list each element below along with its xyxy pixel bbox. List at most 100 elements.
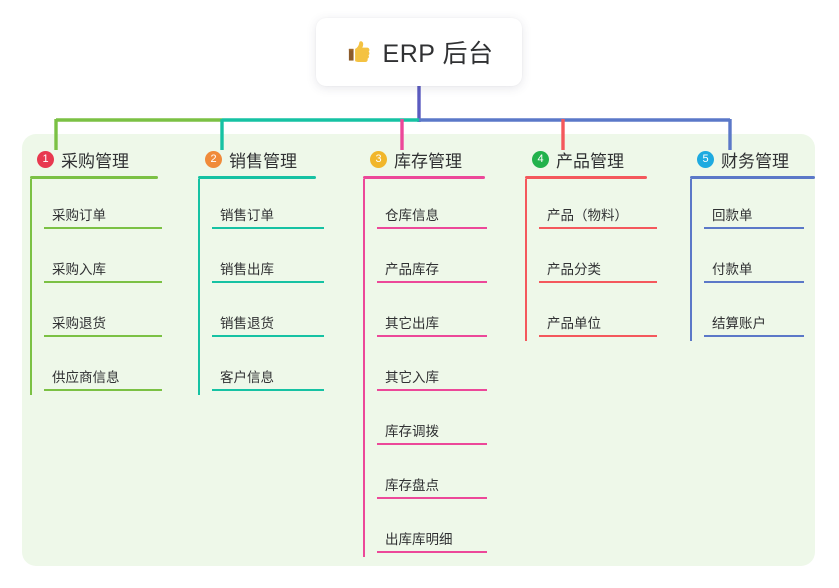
branch-item-underline xyxy=(44,227,162,229)
branch-item-underline xyxy=(44,281,162,283)
branch-item[interactable]: 客户信息 xyxy=(190,341,340,395)
branch-item-label: 客户信息 xyxy=(220,370,274,385)
branch-item-label: 产品分类 xyxy=(547,262,601,277)
thumbs-up-icon xyxy=(345,38,373,66)
diagram-backdrop-panel xyxy=(22,134,815,566)
branch-item-underline xyxy=(212,389,324,391)
branch-item-underline xyxy=(377,497,487,499)
branch-title-3: 库存管理 xyxy=(394,151,462,171)
branch-item-underline xyxy=(377,389,487,391)
branch-title-4: 产品管理 xyxy=(556,151,624,171)
branch-item-underline xyxy=(539,281,657,283)
branch-title-5: 财务管理 xyxy=(721,151,789,171)
branch-column-4: 4 产品管理产品（物料） 产品分类产品单位 xyxy=(517,146,667,341)
branch-item-label: 仓库信息 xyxy=(385,208,439,223)
branch-rule-3 xyxy=(363,176,485,179)
branch-item-underline xyxy=(539,227,657,229)
branch-item-stem xyxy=(363,395,365,449)
branch-title-2: 销售管理 xyxy=(229,151,297,171)
branch-item-label: 结算账户 xyxy=(712,316,766,331)
branch-item[interactable]: 产品分类 xyxy=(517,233,667,287)
branch-badge-2: 2 xyxy=(205,150,222,168)
branch-item-underline xyxy=(377,281,487,283)
branch-rule-1 xyxy=(30,176,158,179)
branch-item-stem xyxy=(690,287,692,341)
branch-item-label: 产品库存 xyxy=(385,262,439,277)
branch-item[interactable]: 产品单位 xyxy=(517,287,667,341)
branch-item-label: 采购入库 xyxy=(52,262,106,277)
branch-item[interactable]: 库存调拨 xyxy=(355,395,505,449)
branch-item[interactable]: 出库库明细 xyxy=(355,503,505,557)
branch-item-list-3: 仓库信息产品库存其它出库其它入库库存调拨库存盘点出库库明细 xyxy=(355,179,505,557)
branch-item[interactable]: 其它出库 xyxy=(355,287,505,341)
branch-item-underline xyxy=(44,335,162,337)
branch-badge-3: 3 xyxy=(370,150,387,168)
branch-item-underline xyxy=(212,281,324,283)
branch-item[interactable]: 仓库信息 xyxy=(355,179,505,233)
branch-item-stem xyxy=(690,233,692,287)
branch-item-label: 其它出库 xyxy=(385,316,439,331)
branch-item-label: 回款单 xyxy=(712,208,753,223)
branch-item-list-1: 采购订单采购入库采购退货供应商信息 xyxy=(22,179,172,395)
branch-item-underline xyxy=(212,227,324,229)
branch-item-stem xyxy=(363,179,365,233)
branch-item-stem xyxy=(363,503,365,557)
branch-rule-5 xyxy=(690,176,815,179)
branch-item[interactable]: 采购订单 xyxy=(22,179,172,233)
branch-column-5: 5 财务管理回款单付款单结算账户 xyxy=(682,146,822,341)
branch-item[interactable]: 库存盘点 xyxy=(355,449,505,503)
branch-item-label: 其它入库 xyxy=(385,370,439,385)
branch-item[interactable]: 产品（物料） xyxy=(517,179,667,233)
branch-item-underline xyxy=(377,443,487,445)
branch-item-underline xyxy=(377,335,487,337)
branch-header-2[interactable]: 2 销售管理 xyxy=(190,146,340,172)
branch-item-stem xyxy=(198,287,200,341)
branch-item-stem xyxy=(30,341,32,395)
branch-item-stem xyxy=(30,233,32,287)
branch-badge-5: 5 xyxy=(697,150,714,168)
branch-header-4[interactable]: 4 产品管理 xyxy=(517,146,667,172)
branch-item-label: 销售订单 xyxy=(220,208,274,223)
branch-item[interactable]: 其它入库 xyxy=(355,341,505,395)
branch-item-list-5: 回款单付款单结算账户 xyxy=(682,179,822,341)
branch-item-label: 出库库明细 xyxy=(385,532,453,547)
branch-item[interactable]: 付款单 xyxy=(682,233,822,287)
branch-item-stem xyxy=(525,287,527,341)
root-node[interactable]: ERP 后台 xyxy=(316,18,522,86)
branch-item-stem xyxy=(525,233,527,287)
branch-item-stem xyxy=(30,287,32,341)
branch-badge-1: 1 xyxy=(37,150,54,168)
branch-item-label: 产品（物料） xyxy=(547,208,628,223)
branch-header-3[interactable]: 3 库存管理 xyxy=(355,146,505,172)
branch-item-underline xyxy=(704,281,804,283)
branch-item[interactable]: 销售订单 xyxy=(190,179,340,233)
branch-item-label: 库存调拨 xyxy=(385,424,439,439)
branch-item-underline xyxy=(377,551,487,553)
branch-item[interactable]: 销售出库 xyxy=(190,233,340,287)
branch-item-stem xyxy=(363,449,365,503)
branch-header-5[interactable]: 5 财务管理 xyxy=(682,146,822,172)
branch-item-label: 付款单 xyxy=(712,262,753,277)
branch-item-stem xyxy=(198,341,200,395)
branch-item-stem xyxy=(525,179,527,233)
branch-item-underline xyxy=(539,335,657,337)
branch-item[interactable]: 采购退货 xyxy=(22,287,172,341)
branch-item[interactable]: 回款单 xyxy=(682,179,822,233)
branch-item[interactable]: 供应商信息 xyxy=(22,341,172,395)
branch-item[interactable]: 销售退货 xyxy=(190,287,340,341)
branch-badge-4: 4 xyxy=(532,150,549,168)
branch-item-stem xyxy=(198,233,200,287)
branch-item[interactable]: 采购入库 xyxy=(22,233,172,287)
branch-item-stem xyxy=(30,179,32,233)
branch-item-stem xyxy=(690,179,692,233)
branch-item-stem xyxy=(363,341,365,395)
branch-item[interactable]: 结算账户 xyxy=(682,287,822,341)
branch-item-label: 供应商信息 xyxy=(52,370,120,385)
branch-rule-2 xyxy=(198,176,316,179)
branch-rule-4 xyxy=(525,176,647,179)
branch-item[interactable]: 产品库存 xyxy=(355,233,505,287)
branch-item-underline xyxy=(212,335,324,337)
